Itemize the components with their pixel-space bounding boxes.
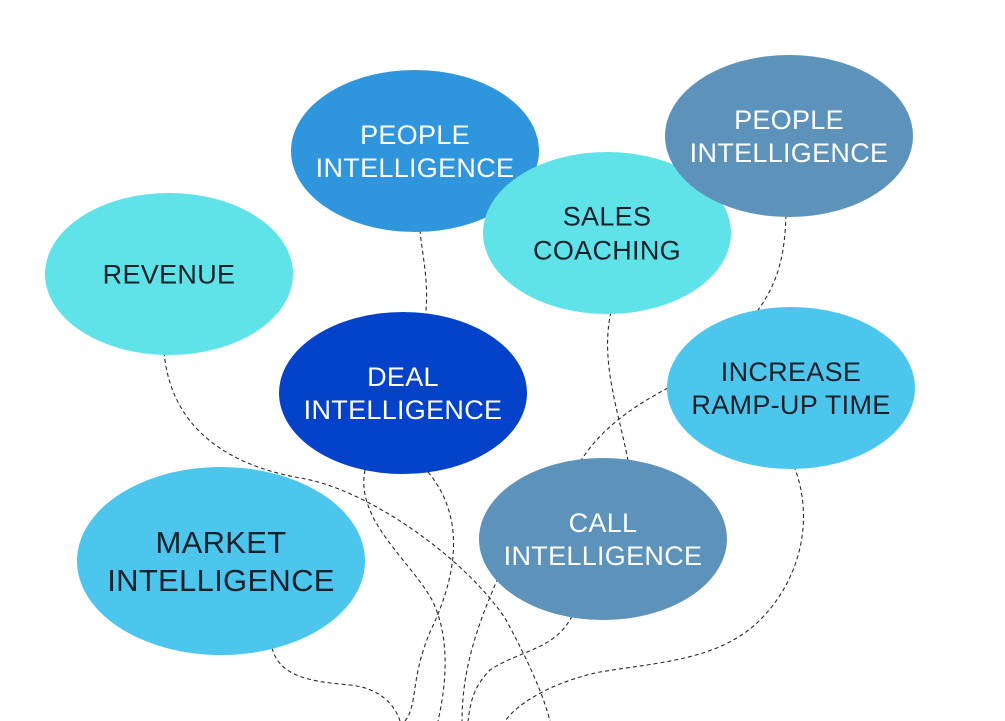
bubble-shape-market-intelligence xyxy=(77,467,365,655)
balloon-string xyxy=(504,465,804,721)
balloon-string xyxy=(363,469,446,721)
balloon-string xyxy=(461,577,499,721)
bubble-label-deal-intelligence: DEAL xyxy=(367,362,439,392)
balloon-string xyxy=(404,471,455,721)
balloons: REVENUEPEOPLEINTELLIGENCESALESCOACHINGPE… xyxy=(45,55,915,655)
bubble-shape-people-intelligence-2 xyxy=(665,55,913,217)
bubble-sales-coaching: SALES COACHING xyxy=(483,152,731,314)
balloon-string xyxy=(271,647,401,721)
bubble-label-people-intelligence-2: INTELLIGENCE xyxy=(690,138,889,168)
balloon-string xyxy=(163,351,551,721)
bubble-shape-call-intelligence xyxy=(479,458,727,620)
bubble-revenue: REVENUE xyxy=(45,193,293,355)
balloon-string xyxy=(579,387,669,463)
bubble-label-increase-ramp-up-time: RAMP-UP TIME xyxy=(691,390,890,420)
bubble-label-market-intelligence: MARKET xyxy=(156,525,287,560)
bubble-shape-increase-ramp-up-time xyxy=(667,307,915,469)
bubble-label-call-intelligence: INTELLIGENCE xyxy=(504,541,703,571)
bubble-label-people-intelligence-2: PEOPLE xyxy=(734,105,844,135)
balloon-string xyxy=(467,615,573,721)
bubble-label-call-intelligence: CALL xyxy=(569,508,638,538)
balloon-string xyxy=(419,229,428,319)
bubble-label-revenue: REVENUE xyxy=(103,260,236,290)
bubble-shape-people-intelligence-1 xyxy=(291,70,539,232)
bubble-label-people-intelligence-1: PEOPLE xyxy=(360,120,470,150)
bubble-label-increase-ramp-up-time: INCREASE xyxy=(721,357,861,387)
bubble-label-deal-intelligence: INTELLIGENCE xyxy=(304,395,503,425)
bubble-shape-sales-coaching xyxy=(483,152,731,314)
balloon-string xyxy=(607,311,629,461)
balloon-strings xyxy=(163,214,804,721)
balloon-string xyxy=(757,214,787,311)
bubble-shape-revenue xyxy=(45,193,293,355)
bubble-label-sales-coaching: COACHING xyxy=(533,236,681,266)
bubble-label-market-intelligence: INTELLIGENCE xyxy=(107,563,335,598)
bubble-label-sales-coaching: SALES xyxy=(563,202,652,232)
bubble-label-people-intelligence-1: INTELLIGENCE xyxy=(316,153,515,183)
bubble-shape-deal-intelligence xyxy=(279,312,527,474)
